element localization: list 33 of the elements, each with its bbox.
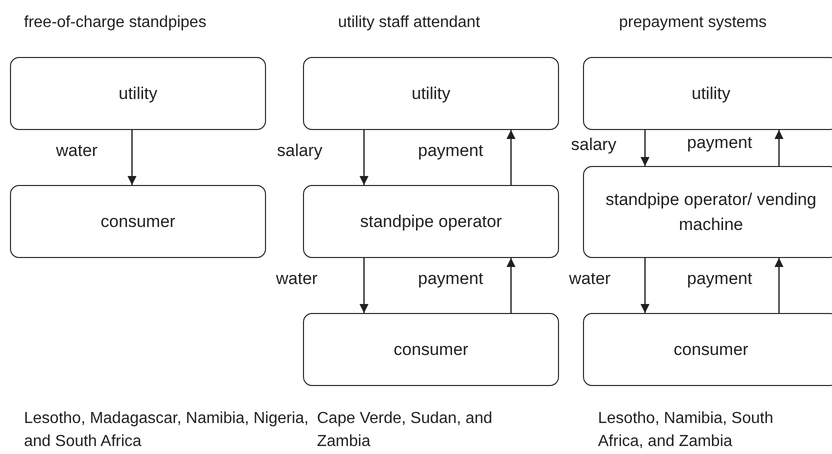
- node-label: utility: [118, 82, 158, 105]
- process-box: [303, 313, 559, 386]
- node-label: standpipe operator/ vending machine: [604, 188, 818, 236]
- column-heading: prepayment systems: [619, 13, 768, 33]
- country-list: Lesotho, Namibia, South Africa, and Zambia: [598, 407, 813, 453]
- arrow: [359, 130, 369, 185]
- arrow: [640, 258, 650, 313]
- edge-label: salary: [275, 140, 324, 162]
- node-label: standpipe operator: [360, 210, 502, 233]
- column-heading: free-of-charge standpipes: [24, 13, 208, 33]
- country-list: Lesotho, Madagascar, Namibia, Nigeria, and South Africa: [24, 407, 310, 453]
- arrow: [774, 258, 784, 313]
- process-box: [583, 57, 832, 130]
- process-box: [303, 57, 559, 130]
- node-label: utility: [412, 82, 450, 105]
- node-label: consumer: [674, 338, 748, 361]
- process-box: [583, 313, 832, 386]
- arrow: [359, 258, 369, 313]
- node-label: utility: [692, 82, 730, 105]
- arrow: [640, 130, 650, 166]
- arrow: [774, 130, 784, 166]
- edge-label: salary: [569, 134, 618, 156]
- node-label: consumer: [394, 338, 468, 361]
- column-heading: utility staff attendant: [338, 13, 482, 33]
- node-label: consumer: [100, 210, 176, 233]
- arrow: [506, 130, 516, 185]
- arrow: [506, 258, 516, 313]
- process-box: [10, 185, 266, 258]
- process-box: [10, 57, 266, 130]
- arrow: [127, 130, 137, 185]
- process-box: [303, 185, 559, 258]
- process-box: [583, 166, 832, 258]
- country-list: Cape Verde, Sudan, and Zambia: [317, 407, 522, 453]
